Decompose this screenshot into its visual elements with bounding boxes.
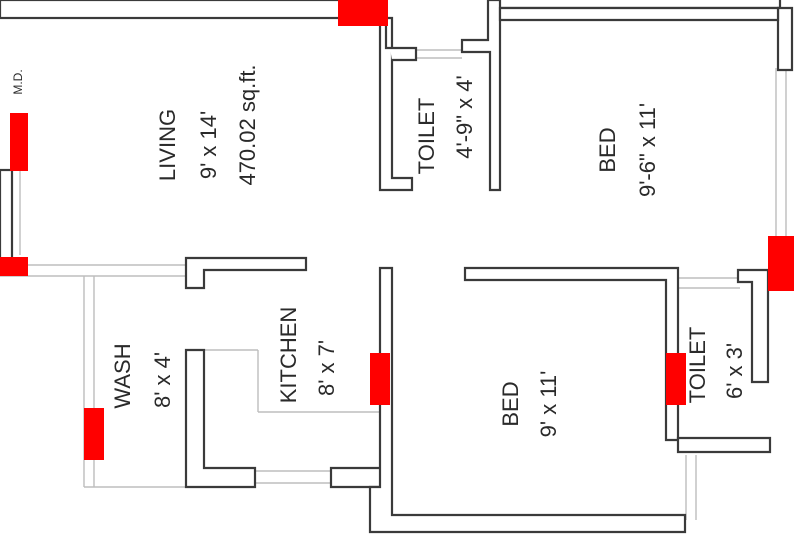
doors [0,0,794,460]
bed-top-dim: 9'-6" x 11' [635,103,660,197]
kitchen-dim: 8' x 7' [314,340,339,396]
walls [0,0,794,534]
living-name: LIVING [155,109,180,181]
door-left-upper [10,113,28,171]
main-door-label: M.D. [11,69,25,94]
wash-dim: 8' x 4' [150,352,175,408]
door-wash [84,408,104,460]
toilet-top-name: TOILET [414,98,439,175]
door-left-lower [0,257,28,276]
toilet-right-name: TOILET [685,327,710,404]
wash-name: WASH [110,343,135,408]
door-kitchen-bed [370,353,390,405]
door-bed-toilet [666,353,686,405]
living-dim: 9' x 14' [196,111,221,179]
bed-bottom-name: BED [498,381,523,426]
bed-top-name: BED [595,127,620,172]
toilet-right-dim: 6' x 3' [722,343,747,399]
door-living-top [338,0,388,26]
door-bed-top-right [768,236,794,291]
bed-bottom-dim: 9' x 11' [536,371,561,438]
toilet-top-dim: 4'-9" x 4' [452,75,477,158]
room-labels: M.D. LIVING 9' x 14' 470.02 sq.ft. TOILE… [11,64,747,437]
kitchen-name: KITCHEN [276,307,301,404]
living-area: 470.02 sq.ft. [235,64,260,185]
